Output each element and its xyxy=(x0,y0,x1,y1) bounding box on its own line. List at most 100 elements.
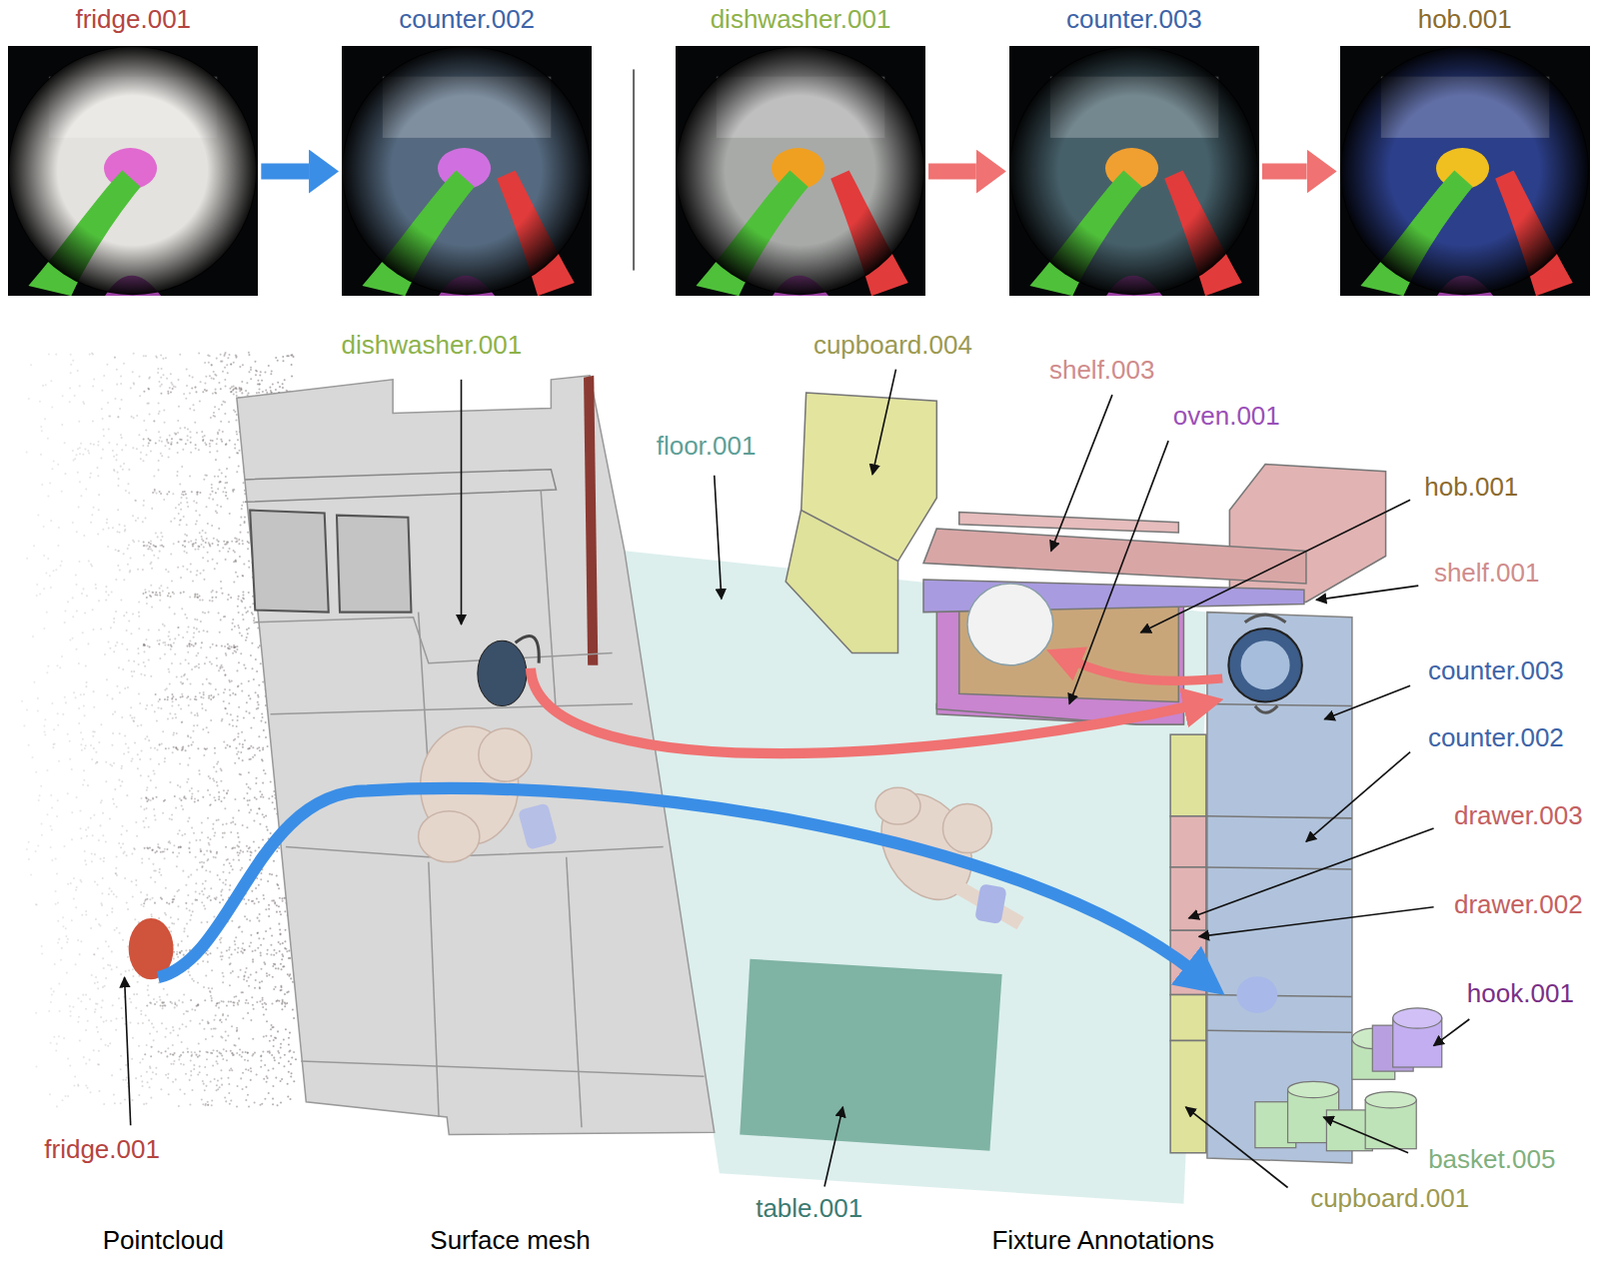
point xyxy=(158,868,161,871)
point xyxy=(188,1079,191,1082)
point xyxy=(57,938,60,941)
point xyxy=(202,478,205,481)
point xyxy=(101,528,104,531)
point xyxy=(201,683,204,686)
point xyxy=(260,712,263,715)
point xyxy=(247,370,250,373)
point xyxy=(161,730,164,733)
point xyxy=(142,419,145,422)
point xyxy=(287,1037,290,1040)
point xyxy=(149,913,152,916)
point xyxy=(90,860,93,863)
point xyxy=(101,999,104,1002)
point xyxy=(202,545,205,548)
point xyxy=(240,507,243,510)
point xyxy=(149,675,152,678)
point xyxy=(262,1035,265,1038)
point xyxy=(149,561,152,564)
point xyxy=(225,481,228,484)
point xyxy=(252,819,255,822)
point xyxy=(241,542,244,545)
point xyxy=(207,987,210,990)
point xyxy=(277,1000,280,1003)
point xyxy=(227,420,230,423)
point xyxy=(207,843,210,846)
point xyxy=(189,562,192,565)
point xyxy=(111,449,114,452)
point xyxy=(249,1067,252,1070)
point xyxy=(110,890,113,893)
point xyxy=(167,926,170,929)
point xyxy=(63,441,66,444)
point xyxy=(97,1050,100,1053)
point xyxy=(129,714,132,717)
point xyxy=(130,852,133,855)
point xyxy=(186,427,189,430)
point xyxy=(96,474,99,477)
point xyxy=(193,386,196,389)
point xyxy=(205,1074,208,1077)
point xyxy=(254,887,257,890)
point xyxy=(215,1089,218,1092)
point xyxy=(132,660,135,663)
point xyxy=(199,380,202,383)
point xyxy=(114,644,117,647)
point xyxy=(223,412,226,415)
point xyxy=(272,1045,275,1048)
point xyxy=(104,1044,107,1047)
point xyxy=(203,662,206,665)
point xyxy=(49,988,52,991)
point xyxy=(230,1025,233,1028)
point xyxy=(281,382,284,385)
point xyxy=(197,351,200,354)
point xyxy=(208,599,211,602)
point xyxy=(186,434,189,437)
point xyxy=(149,1078,152,1081)
point xyxy=(234,936,237,939)
point xyxy=(170,381,173,384)
point xyxy=(228,862,231,865)
point xyxy=(211,823,214,826)
point xyxy=(104,840,107,843)
point xyxy=(183,833,186,836)
point xyxy=(131,968,134,971)
point xyxy=(143,665,146,668)
point xyxy=(191,910,194,913)
point xyxy=(198,861,201,864)
point xyxy=(84,1008,87,1011)
point xyxy=(228,946,231,949)
point xyxy=(224,558,227,561)
point xyxy=(249,727,252,730)
point xyxy=(240,380,243,383)
point xyxy=(238,925,241,928)
point xyxy=(88,476,91,479)
point xyxy=(221,1014,224,1017)
point xyxy=(248,811,251,814)
point xyxy=(71,359,74,362)
point xyxy=(182,1064,185,1067)
point xyxy=(281,955,284,958)
point xyxy=(117,666,120,669)
point xyxy=(43,417,46,420)
point xyxy=(256,932,259,935)
point xyxy=(221,370,224,373)
point xyxy=(244,611,247,614)
point xyxy=(230,920,233,923)
point xyxy=(165,993,168,996)
point xyxy=(94,918,97,921)
point xyxy=(278,910,281,913)
point xyxy=(198,691,201,694)
point xyxy=(90,513,93,516)
point xyxy=(195,573,198,576)
point xyxy=(228,723,231,726)
point xyxy=(221,1058,224,1061)
point xyxy=(84,1062,87,1065)
point xyxy=(92,814,95,817)
point xyxy=(222,700,225,703)
point xyxy=(100,1006,103,1009)
point xyxy=(69,1010,72,1013)
point xyxy=(107,893,110,896)
point xyxy=(114,872,117,875)
point xyxy=(202,1083,205,1086)
point xyxy=(204,709,207,712)
